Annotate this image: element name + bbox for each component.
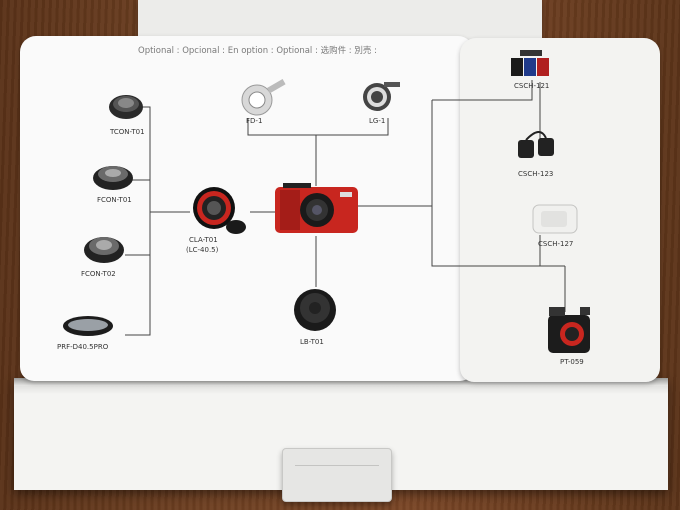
label-prf-d40-5pro: PRF-D40.5PRO	[57, 343, 109, 351]
prf-filter-icon	[63, 316, 113, 336]
connector-lines	[125, 80, 566, 336]
label-pt-059: PT-059	[560, 358, 584, 366]
label-fcon-t02: FCON-T02	[81, 270, 116, 278]
pt-059-housing-icon	[548, 307, 590, 353]
fd-1-diffuser-icon	[241, 79, 286, 116]
tcon-lens-icon	[109, 95, 143, 119]
label-lb-t01: LB-T01	[300, 338, 324, 346]
lg-1-light-guide-icon	[363, 82, 400, 111]
label-lg-1: LG-1	[369, 117, 386, 125]
fcon-t02-lens-icon	[84, 237, 124, 263]
label-fcon-t01: FCON-T01	[97, 196, 132, 204]
label-csch-127: CSCH-127	[538, 240, 574, 248]
label-cla-t01: CLA-T01	[189, 236, 218, 244]
camera-icon	[275, 183, 358, 233]
csch-123-icon	[518, 131, 554, 158]
label-fd-1: FD-1	[246, 117, 263, 125]
csch-121-icon	[511, 50, 549, 76]
label-csch-121: CSCH-121	[514, 82, 550, 90]
fcon-t01-lens-icon	[93, 166, 133, 190]
box-tab	[282, 448, 392, 502]
csch-127-icon	[532, 204, 578, 234]
lb-t01-barrier-icon	[294, 289, 336, 331]
cla-adapter-icon	[193, 187, 246, 234]
label-lc-40-5: (LC-40.5)	[186, 246, 219, 254]
optional-header: Optional : Opcional : En option : Option…	[138, 46, 377, 56]
label-tcon-t01: TCON-T01	[110, 128, 145, 136]
box-edge	[14, 378, 668, 386]
label-csch-123: CSCH-123	[518, 170, 554, 178]
